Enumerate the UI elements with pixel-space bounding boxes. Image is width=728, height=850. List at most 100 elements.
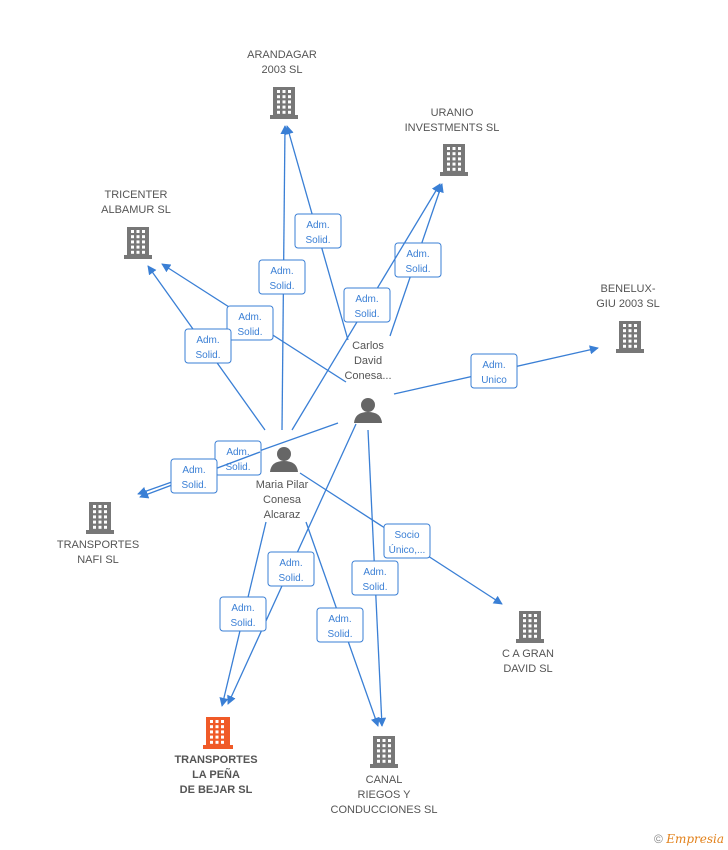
- node-label: David: [354, 355, 382, 367]
- edge-label-box[interactable]: SocioÚnico,...: [383, 523, 431, 559]
- edge-label-text: Adm.: [196, 335, 219, 346]
- edge-label-text: Socio: [394, 530, 419, 541]
- edge-label-box[interactable]: Adm.Solid.: [267, 551, 315, 587]
- node-label: CONDUCCIONES SL: [331, 804, 438, 816]
- edge-label-box[interactable]: Adm. Solid.: [394, 242, 442, 278]
- edge-label-text: Unico: [481, 375, 507, 386]
- node-tricenter[interactable]: TRICENTER ALBAMUR SL: [101, 189, 171, 259]
- edge-label-text: Solid.: [405, 264, 430, 275]
- edge-carlos-benelux: Adm. Unico: [393, 345, 599, 395]
- edge-label-frame: [470, 353, 518, 389]
- edge-label-text: Solid.: [237, 327, 262, 338]
- edge-label-text: Adm.: [226, 447, 249, 458]
- node-label: Alcaraz: [264, 509, 301, 521]
- node-label: ALBAMUR SL: [101, 204, 171, 216]
- edge-label-text: Solid.: [195, 350, 220, 361]
- edge-maria-tricenter: Adm. Solid.: [147, 265, 266, 431]
- node-label: Conesa...: [344, 370, 391, 382]
- edge-carlos-arandagar: Adm. Solid.: [284, 125, 349, 341]
- node-label: Conesa: [263, 494, 302, 506]
- edge-label-text: Adm.: [231, 603, 254, 614]
- node-arandagar[interactable]: ARANDAGAR 2003 SL: [247, 49, 317, 119]
- person-icon: [354, 398, 382, 423]
- node-label: CANAL: [366, 774, 403, 786]
- edge-label-box[interactable]: Adm. Solid.: [258, 259, 306, 295]
- node-label: INVESTMENTS SL: [405, 122, 500, 134]
- edge-label-box[interactable]: Adm. Solid.: [170, 458, 218, 494]
- node-label: DAVID SL: [503, 663, 552, 675]
- edge-label-text: Único,...: [389, 543, 426, 556]
- edge-carlos-tricenter: Adm. Solid.: [161, 263, 347, 383]
- node-label: DE BEJAR SL: [180, 784, 253, 796]
- edge-label-text: Solid.: [354, 309, 379, 320]
- node-label: URANIO: [431, 107, 474, 119]
- building-icon: [370, 736, 398, 768]
- node-label: NAFI SL: [77, 554, 119, 566]
- edge-carlos-uranio: Adm. Solid.: [389, 183, 444, 337]
- edge-label-text: Adm.: [182, 465, 205, 476]
- edge-label-text: Adm.: [482, 360, 505, 371]
- edge-label-frame: [267, 551, 315, 587]
- edge-label-text: Adm.: [406, 249, 429, 260]
- edge-label-box[interactable]: Adm. Solid.: [343, 287, 391, 323]
- node-carlos[interactable]: CarlosDavidConesa...: [344, 340, 392, 423]
- edge-label-frame: [219, 596, 267, 632]
- edge-label-frame: [383, 523, 431, 559]
- edge-label-text: Solid.: [327, 629, 352, 640]
- edge-label-text: Adm.: [328, 614, 351, 625]
- edge-label-frame: [226, 305, 274, 341]
- edge-label-box[interactable]: Adm. Solid.: [184, 328, 232, 364]
- node-uranio[interactable]: URANIO INVESTMENTS SL: [405, 107, 500, 176]
- person-icon: [270, 447, 298, 472]
- node-label: TRANSPORTES: [174, 754, 257, 766]
- edge-label-frame: [343, 287, 391, 323]
- edge-maria-arandagar: Adm. Solid.: [258, 125, 306, 431]
- building-icon: [86, 502, 114, 534]
- node-pena[interactable]: TRANSPORTES LA PEÑA DE BEJAR SL: [174, 717, 258, 796]
- building-icon: [616, 321, 644, 353]
- edge-label-frame: [184, 328, 232, 364]
- edge-label-box[interactable]: Adm. Solid.: [294, 213, 342, 249]
- edge-label-box[interactable]: Adm. Solid.: [214, 440, 262, 476]
- edge-maria-pena: Adm.Solid.: [219, 521, 267, 707]
- edge-label-text: Adm.: [306, 220, 329, 231]
- footer-brand: © Empresia: [654, 832, 724, 846]
- edge-label-text: Solid.: [181, 480, 206, 491]
- edge-label-frame: [258, 259, 306, 295]
- edge-label-box[interactable]: Adm.Solid.: [226, 305, 274, 341]
- node-benelux[interactable]: BENELUX-GIU 2003 SL: [596, 283, 660, 353]
- edge-label-text: Solid.: [305, 235, 330, 246]
- edge-carlos-canal: Adm.Solid.: [351, 429, 399, 727]
- node-label: LA PEÑA: [192, 768, 240, 781]
- edge-label-text: Solid.: [225, 462, 250, 473]
- edge-label-box[interactable]: Adm. Solid.: [316, 607, 364, 643]
- node-label: ARANDAGAR: [247, 49, 317, 61]
- edge-label-frame: [170, 458, 218, 494]
- edge-carlos-pena: Adm. Solid.: [227, 423, 357, 705]
- building-icon: [203, 717, 233, 749]
- edge-label-frame: [214, 440, 262, 476]
- edge-label-box[interactable]: Adm. Unico: [470, 353, 518, 389]
- edge-maria-nafi: Adm. Solid.: [139, 451, 261, 499]
- edge-label-frame: [351, 560, 399, 596]
- node-label: TRICENTER: [105, 189, 168, 201]
- edge-label-frame: [294, 213, 342, 249]
- node-label: 2003 SL: [262, 64, 303, 76]
- edge-label-box[interactable]: Adm.Solid.: [351, 560, 399, 596]
- edge-label-box[interactable]: Adm.Solid.: [219, 596, 267, 632]
- node-label: BENELUX-: [600, 283, 655, 295]
- brand-name[interactable]: Empresia: [666, 832, 724, 846]
- node-canal[interactable]: CANAL RIEGOS Y CONDUCCIONES SL: [331, 736, 438, 816]
- edge-label-text: Adm.: [270, 266, 293, 277]
- building-icon: [270, 87, 298, 119]
- edge-label-text: Adm.: [363, 567, 386, 578]
- edge-label-text: Solid.: [269, 281, 294, 292]
- building-icon: [440, 144, 468, 176]
- edge-maria-uranio: Adm. Solid.: [291, 183, 441, 431]
- edge-label-text: Adm.: [355, 294, 378, 305]
- building-icon: [124, 227, 152, 259]
- node-label: RIEGOS Y: [358, 789, 412, 801]
